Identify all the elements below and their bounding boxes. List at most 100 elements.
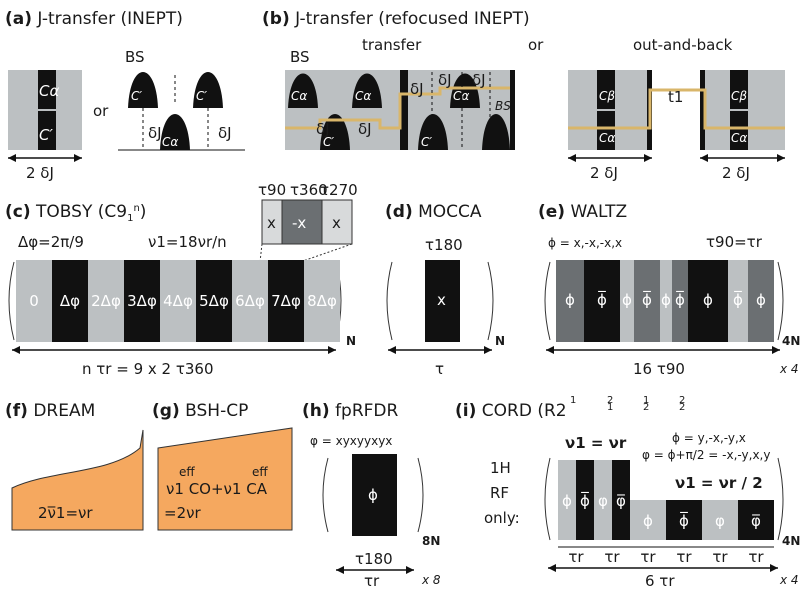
svg-text:2: 2 <box>643 402 649 413</box>
waltz-block <box>672 260 688 342</box>
waltz-block-label: ϕ̅ <box>733 290 743 309</box>
svg-text:(c) TOBSY (C91n): (c) TOBSY (C91n) <box>5 202 146 224</box>
tobsy-block <box>232 260 268 342</box>
mocca-pulse <box>425 260 460 342</box>
cord-taur-label: τr <box>748 548 764 566</box>
tobsy-block-label: Δφ <box>60 292 80 310</box>
svg-text:n τr = 9 x 2 τ360: n τr = 9 x 2 τ360 <box>82 360 214 378</box>
waltz-block-label: ϕ <box>622 291 632 309</box>
tobsy-block-label: 7Δφ <box>271 292 301 310</box>
svg-text:δJ: δJ <box>148 124 162 142</box>
bsh-cp-ramp <box>157 427 293 531</box>
svg-text:δJ: δJ <box>410 80 424 98</box>
svg-text:(a) J-transfer (INEPT): (a) J-transfer (INEPT) <box>5 9 183 29</box>
tobsy-block <box>88 260 124 342</box>
cord-taur-label: τr <box>568 548 584 566</box>
tobsy-block <box>196 260 232 342</box>
dream-ramp <box>11 429 144 531</box>
svg-text:δJ: δJ <box>218 124 232 142</box>
svg-text:τ: τ <box>435 360 444 378</box>
panel-i: (i) CORD (R2 1 1 2 2 1 2 2 ν1 = νr ϕ = y… <box>455 395 800 589</box>
svg-text:x 8: x 8 <box>421 573 441 587</box>
tobsy-block-label: 3Δφ <box>127 292 157 310</box>
waltz-block-label: ϕ̅ <box>597 290 607 309</box>
panel-b-title: J-transfer (refocused INEPT) <box>294 9 530 29</box>
svg-text:(f) DREAM: (f) DREAM <box>5 401 95 421</box>
cord-block <box>576 460 594 540</box>
svg-text:RF: RF <box>490 484 509 502</box>
svg-text:eff: eff <box>179 465 195 479</box>
tobsy-block-label: 6Δφ <box>235 292 265 310</box>
svg-text:8N: 8N <box>422 534 440 548</box>
cord-block-label: ϕ̅ <box>580 491 590 510</box>
svg-text:4N: 4N <box>782 534 800 548</box>
tobsy-block-label: 4Δφ <box>163 292 193 310</box>
waltz-block <box>634 260 660 342</box>
svg-text:τ360: τ360 <box>290 181 328 199</box>
svg-text:2 δJ: 2 δJ <box>722 164 750 182</box>
panel-a-title: J-transfer (INEPT) <box>36 9 182 29</box>
svg-text:δJ: δJ <box>438 71 452 89</box>
bs-pulse-1 <box>128 72 158 108</box>
svg-text:only:: only: <box>484 509 520 527</box>
panel-h: (h) fpRFDR φ = xyxyyxyx ϕ 8N τ180 τr x 8 <box>302 401 441 589</box>
svg-text:τ180: τ180 <box>355 550 393 568</box>
tobsy-block-label: 5Δφ <box>199 292 229 310</box>
svg-text:τ90=τr: τ90=τr <box>706 233 763 251</box>
svg-text:τ90: τ90 <box>258 181 286 199</box>
cord-taur-label: τr <box>604 548 620 566</box>
tobsy-block-label: 8Δφ <box>307 292 337 310</box>
bs-pulse-2 <box>193 72 223 108</box>
svg-text:C′: C′ <box>323 135 334 149</box>
cord-block <box>738 500 774 540</box>
tobsy-block <box>52 260 88 342</box>
panel-f: (f) DREAM 2ν̅1=νr <box>5 401 144 531</box>
svg-text:2: 2 <box>607 395 613 406</box>
svg-text:ν1 CO+ν1 CA: ν1 CO+ν1 CA <box>166 480 268 498</box>
svg-text:-x: -x <box>292 214 306 232</box>
tobsy-block <box>16 260 52 342</box>
waltz-block <box>688 260 728 342</box>
coherence-path-out-back <box>568 88 785 130</box>
panel-a: (a) J-transfer (INEPT) Cα C′ 2 δJ or BS … <box>5 9 245 182</box>
svg-text:1: 1 <box>570 395 576 406</box>
panel-g: (g) BSH-CP ν1 CO+ν1 CA eff eff =2νr <box>152 401 293 531</box>
panel-c: (c) TOBSY (C91n) Δφ=2π/9 ν1=18νr/n τ90 τ… <box>5 181 358 378</box>
tobsy-block-label: 0 <box>29 292 39 310</box>
svg-text:2 δJ: 2 δJ <box>590 164 618 182</box>
svg-text:Cα: Cα <box>731 131 747 145</box>
panel-d: (d) MOCCA τ180 x N τ <box>385 202 505 378</box>
cord-block-label: ϕ̅ <box>679 511 689 530</box>
waltz-block <box>584 260 620 342</box>
svg-text:2ν̅1=νr: 2ν̅1=νr <box>38 504 93 522</box>
ca-label: Cα <box>39 82 59 100</box>
svg-text:x: x <box>267 214 276 232</box>
svg-text:BS: BS <box>495 99 511 113</box>
waltz-block-label: ϕ <box>756 291 766 309</box>
svg-text:C′: C′ <box>421 135 432 149</box>
svg-text:(i) CORD (R2: (i) CORD (R2 <box>455 401 567 421</box>
cord-block <box>702 500 738 540</box>
svg-text:(g) BSH-CP: (g) BSH-CP <box>152 401 248 421</box>
svg-text:1: 1 <box>643 395 649 406</box>
cord-block-label: φ <box>598 492 608 510</box>
svg-text:x: x <box>332 214 341 232</box>
waltz-block <box>660 260 672 342</box>
svg-text:x 4: x 4 <box>779 362 799 376</box>
tobsy-block <box>160 260 196 342</box>
waltz-block-label: ϕ̅ <box>675 290 685 309</box>
panel-b: (b) J-transfer (refocused INEPT) BS tran… <box>262 9 785 182</box>
svg-text:φ = xyxyyxyx: φ = xyxyyxyx <box>310 434 392 448</box>
coherence-path-transfer <box>285 86 510 130</box>
svg-text:N: N <box>495 334 505 348</box>
svg-text:δJ: δJ <box>472 71 486 89</box>
svg-text:ϕ = y,-x,-y,x: ϕ = y,-x,-y,x <box>672 431 746 445</box>
svg-text:φ = ϕ+π/2 = -x,-y,x,y: φ = ϕ+π/2 = -x,-y,x,y <box>642 448 770 462</box>
svg-text:ϕ: ϕ <box>368 486 378 504</box>
cord-block-label: φ̅ <box>751 512 761 530</box>
svg-text:ν1 = νr: ν1 = νr <box>565 434 627 452</box>
cord-taur-label: τr <box>640 548 656 566</box>
svg-text:1H: 1H <box>490 459 511 477</box>
svg-text:16 τ90: 16 τ90 <box>633 360 685 378</box>
